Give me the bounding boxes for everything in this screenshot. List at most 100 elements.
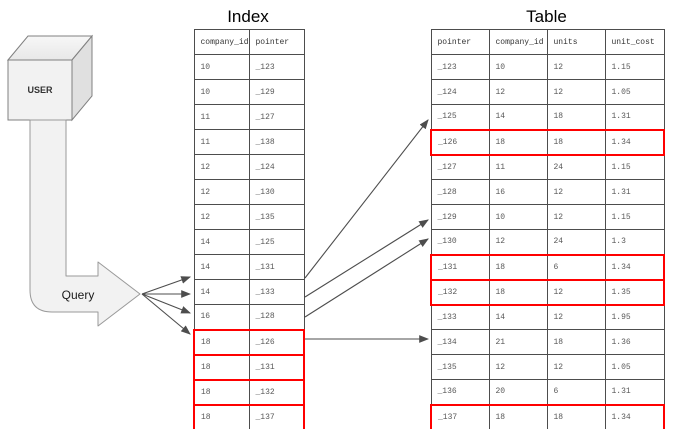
index-cell-company_id: 11 bbox=[193, 129, 250, 155]
index-row: 10_129 bbox=[193, 79, 305, 105]
table-cell-company_id: 10 bbox=[488, 54, 548, 80]
table-cell-units: 6 bbox=[546, 253, 606, 281]
table-cell-pointer: _134 bbox=[430, 329, 490, 355]
index-cell-company_id: 18 bbox=[193, 353, 250, 381]
table-cell-units: 18 bbox=[546, 104, 606, 130]
connector-query-to-index-126 bbox=[141, 276, 192, 295]
table-cell-unit_cost: 1.34 bbox=[604, 128, 665, 156]
index-cell-company_id: 12 bbox=[193, 179, 250, 205]
table-cell-pointer: _133 bbox=[430, 304, 490, 330]
index-cell-pointer: _126 bbox=[248, 328, 305, 356]
cube-top-face bbox=[6, 35, 94, 61]
index-column-header-company_id: company_id bbox=[193, 29, 250, 55]
query-arrow: Query bbox=[29, 119, 141, 327]
index-cell-pointer: _130 bbox=[248, 179, 305, 205]
table-cell-company_id: 21 bbox=[488, 329, 548, 355]
index-to-table-connectors bbox=[304, 119, 430, 343]
table-cell-units: 12 bbox=[546, 79, 606, 105]
table-cell-units: 12 bbox=[546, 278, 606, 306]
table-column-header-pointer: pointer bbox=[430, 29, 490, 55]
query-to-index-connectors bbox=[141, 276, 192, 335]
index-row: 14_133 bbox=[193, 279, 305, 305]
table-cell-unit_cost: 1.15 bbox=[604, 54, 665, 80]
table-cell-company_id: 18 bbox=[488, 403, 548, 429]
table-cell-pointer: _132 bbox=[430, 278, 490, 306]
index-cell-company_id: 12 bbox=[193, 154, 250, 180]
index-cell-pointer: _124 bbox=[248, 154, 305, 180]
index-row: 10_123 bbox=[193, 54, 305, 80]
index-row: 11_138 bbox=[193, 129, 305, 155]
table-cell-unit_cost: 1.34 bbox=[604, 403, 665, 429]
table-cell-units: 12 bbox=[546, 54, 606, 80]
user-cube: USER bbox=[6, 34, 94, 122]
connector-query-to-index-132 bbox=[141, 293, 192, 314]
table-cell-company_id: 18 bbox=[488, 253, 548, 281]
table-cell-company_id: 12 bbox=[488, 229, 548, 255]
table-cell-unit_cost: 1.15 bbox=[604, 154, 665, 180]
table-column-header-company_id: company_id bbox=[488, 29, 548, 55]
table-cell-unit_cost: 1.36 bbox=[604, 329, 665, 355]
table-cell-company_id: 11 bbox=[488, 154, 548, 180]
index-cell-pointer: _138 bbox=[248, 129, 305, 155]
index-cell-company_id: 14 bbox=[193, 279, 250, 305]
index-cell-pointer: _129 bbox=[248, 79, 305, 105]
index-row: 18_137 bbox=[193, 403, 305, 429]
index-cell-pointer: _125 bbox=[248, 229, 305, 255]
table-cell-units: 18 bbox=[546, 403, 606, 429]
query-arrow-label: Query bbox=[62, 288, 95, 302]
index-row: 18_132 bbox=[193, 378, 305, 406]
index-cell-company_id: 16 bbox=[193, 304, 250, 330]
index-cell-company_id: 14 bbox=[193, 254, 250, 280]
index-cell-company_id: 18 bbox=[193, 403, 250, 429]
table-cell-pointer: _126 bbox=[430, 128, 490, 156]
table-cell-units: 18 bbox=[546, 128, 606, 156]
index-row: 11_127 bbox=[193, 104, 305, 130]
table-cell-units: 12 bbox=[546, 179, 606, 205]
table-cell-pointer: _131 bbox=[430, 253, 490, 281]
index-cell-company_id: 18 bbox=[193, 328, 250, 356]
table-cell-units: 24 bbox=[546, 154, 606, 180]
user-cube-label: USER bbox=[27, 85, 53, 95]
index-cell-pointer: _131 bbox=[248, 254, 305, 280]
query-arrow-shape bbox=[29, 119, 141, 327]
table-cell-pointer: _128 bbox=[430, 179, 490, 205]
index-row: 12_130 bbox=[193, 179, 305, 205]
index-cell-pointer: _128 bbox=[248, 304, 305, 330]
table-cell-unit_cost: 1.31 bbox=[604, 179, 665, 205]
table-cell-pointer: _130 bbox=[430, 229, 490, 255]
connector-query-to-index-137 bbox=[141, 293, 191, 335]
table-cell-unit_cost: 1.35 bbox=[604, 278, 665, 306]
table-cell-pointer: _135 bbox=[430, 354, 490, 380]
table-cell-pointer: _125 bbox=[430, 104, 490, 130]
table-cell-company_id: 18 bbox=[488, 278, 548, 306]
table-cell-company_id: 20 bbox=[488, 379, 548, 405]
table-cell-unit_cost: 1.15 bbox=[604, 204, 665, 230]
table-cell-pointer: _127 bbox=[430, 154, 490, 180]
table-column-header-unit_cost: unit_cost bbox=[604, 29, 665, 55]
index-row: 12_135 bbox=[193, 204, 305, 230]
table-cell-pointer: _123 bbox=[430, 54, 490, 80]
table-cell-units: 24 bbox=[546, 229, 606, 255]
cube-side-face bbox=[71, 34, 93, 122]
index-cell-pointer: _123 bbox=[248, 54, 305, 80]
table-cell-unit_cost: 1.34 bbox=[604, 253, 665, 281]
table-title: Table bbox=[526, 7, 567, 26]
table-cell-pointer: _137 bbox=[430, 403, 490, 429]
index-cell-company_id: 18 bbox=[193, 378, 250, 406]
table-cell-unit_cost: 1.05 bbox=[604, 354, 665, 380]
connector-index-132-to-table-132 bbox=[304, 238, 429, 318]
